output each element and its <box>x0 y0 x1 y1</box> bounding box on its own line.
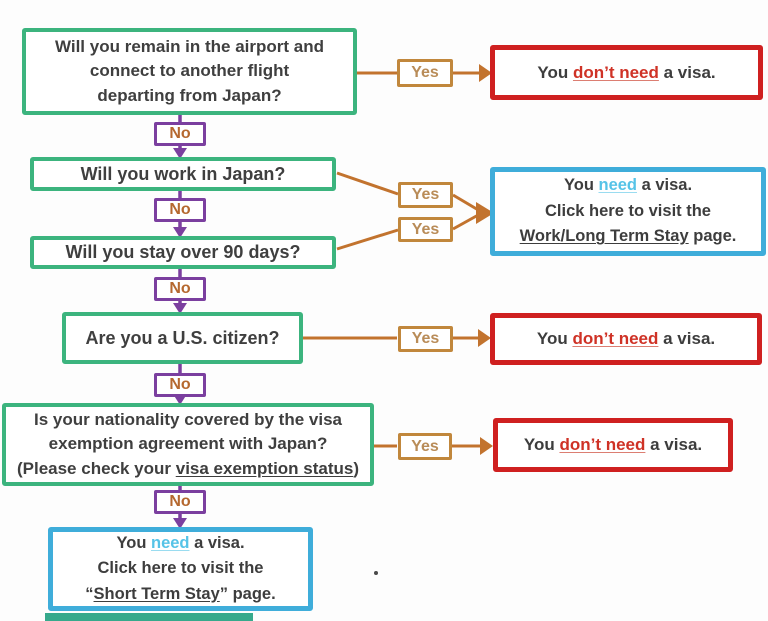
question-text-line: Are you a U.S. citizen? <box>85 327 280 348</box>
outcome-text-line: You don’t need a visa. <box>536 329 716 349</box>
question-text-line: Is your nationality covered by the visa <box>34 409 342 429</box>
question-text-line: Will you work in Japan? <box>80 163 286 184</box>
outcome-no-visa-1: You don’t need a visa. <box>490 45 763 100</box>
dont-need-emphasis: don’t need <box>572 329 659 349</box>
question-us-citizen: Are you a U.S. citizen? <box>62 312 303 364</box>
stray-dot <box>374 571 378 575</box>
question-work-in-japan: Will you work in Japan? <box>30 157 336 191</box>
yes-label-5: Yes <box>398 433 452 460</box>
outcome-no-visa-2: You don’t need a visa. <box>490 313 762 365</box>
question-text-line: Will you stay over 90 days? <box>65 242 301 263</box>
outcome-need-visa-work-long-term: You need a visa. Click here to visit the… <box>490 167 766 256</box>
need-emphasis: need <box>150 533 190 552</box>
need-emphasis: need <box>598 176 637 195</box>
yes-label-3: Yes <box>398 217 453 242</box>
yes-label-4: Yes <box>398 326 453 352</box>
yes-label-2: Yes <box>398 182 453 208</box>
yes-label-1: Yes <box>397 59 453 87</box>
question-text-line: departing from Japan? <box>97 85 282 105</box>
no-label-3: No <box>154 277 206 301</box>
outcome-text-line: You need a visa. <box>116 533 245 552</box>
question-text-line: exemption agreement with Japan? <box>48 434 328 454</box>
question-visa-exemption: Is your nationality covered by the visa … <box>2 403 374 486</box>
outcome-no-visa-3: You don’t need a visa. <box>493 418 733 472</box>
no-label-2: No <box>154 198 206 222</box>
question-stay-over-90-days: Will you stay over 90 days? <box>30 236 336 269</box>
yes-path-lines <box>303 71 481 448</box>
question-text-line: connect to another flight <box>89 61 290 81</box>
no-label-4: No <box>154 373 206 397</box>
cropped-teal-bar <box>45 613 253 621</box>
dont-need-emphasis: don’t need <box>572 62 659 82</box>
short-term-stay-link[interactable]: Short Term Stay <box>93 584 220 603</box>
outcome-text-line: You need a visa. <box>563 176 693 195</box>
question-airport-transit: Will you remain in the airport and conne… <box>22 28 357 115</box>
outcome-text-line: “Short Term Stay” page. <box>85 584 276 603</box>
outcome-text-line: You don’t need a visa. <box>523 435 703 455</box>
dont-need-emphasis: don’t need <box>559 435 646 455</box>
question-text-line: (Please check your visa exemption status… <box>16 458 360 478</box>
outcome-text-line: You don’t need a visa. <box>537 62 716 82</box>
outcome-need-visa-short-term: You need a visa. Click here to visit the… <box>48 527 313 611</box>
question-text-line: Will you remain in the airport and <box>54 36 325 56</box>
outcome-text-line: Click here to visit the <box>545 201 711 220</box>
no-label-5: No <box>154 490 206 514</box>
right-arrowhead-icons <box>476 64 494 455</box>
outcome-text-line: Work/Long Term Stay page. <box>519 227 737 246</box>
no-label-1: No <box>154 122 206 146</box>
visa-exemption-status-link[interactable]: visa exemption status <box>175 458 354 478</box>
work-long-term-stay-link[interactable]: Work/Long Term Stay <box>519 227 689 246</box>
outcome-text-line: Click here to visit the <box>97 559 264 578</box>
